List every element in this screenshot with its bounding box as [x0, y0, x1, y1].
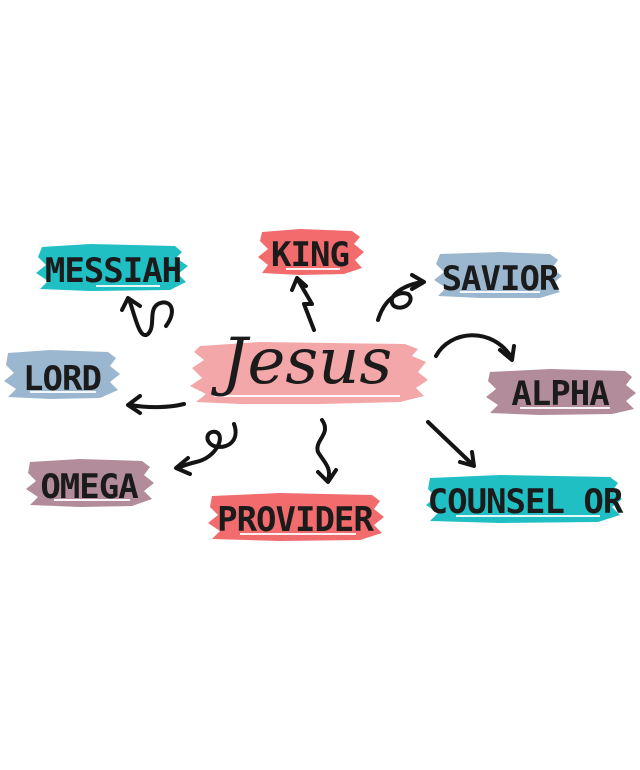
node-savior: SAVIOR: [434, 252, 562, 299]
lord-brush: [4, 350, 120, 399]
center-node: Jesus: [190, 325, 428, 404]
arrow-to-omega: [174, 422, 238, 476]
arrow-to-lord: [126, 394, 186, 415]
center-label: Jesus: [211, 325, 392, 399]
node-label-provider: PROVIDER: [217, 500, 374, 540]
omega-brush: [26, 459, 154, 507]
messiah-brush: [36, 244, 188, 291]
node-provider: PROVIDER: [208, 493, 384, 541]
arrow-to-provider: [315, 418, 338, 484]
node-omega: OMEGA: [26, 459, 154, 507]
node-label-alpha: ALPHA: [511, 374, 609, 414]
savior-brush: [434, 252, 562, 298]
node-label-counselor: COUNSEL OR: [428, 482, 624, 522]
arrow-to-savior: [376, 273, 426, 322]
arrow-to-alpha: [434, 333, 516, 362]
node-alpha: ALPHA: [486, 369, 636, 415]
node-label-messiah: MESSIAH: [45, 251, 181, 291]
arrow-to-king: [290, 276, 316, 332]
node-label-savior: SAVIOR: [442, 259, 560, 299]
node-king: KING: [258, 229, 364, 275]
center-brush-stroke: [190, 342, 428, 404]
king-brush: [258, 229, 364, 275]
arrow-to-messiah: [120, 296, 174, 338]
node-counselor: COUNSEL OR: [426, 475, 625, 523]
provider-brush: [208, 493, 384, 541]
node-messiah: MESSIAH: [36, 244, 188, 291]
arrow-to-counselor: [426, 420, 476, 468]
node-label-omega: OMEGA: [40, 467, 138, 507]
node-label-king: KING: [271, 235, 349, 275]
node-label-lord: LORD: [23, 359, 101, 399]
counselor-brush: [426, 475, 622, 523]
node-lord: LORD: [4, 350, 120, 399]
alpha-brush: [486, 369, 636, 415]
